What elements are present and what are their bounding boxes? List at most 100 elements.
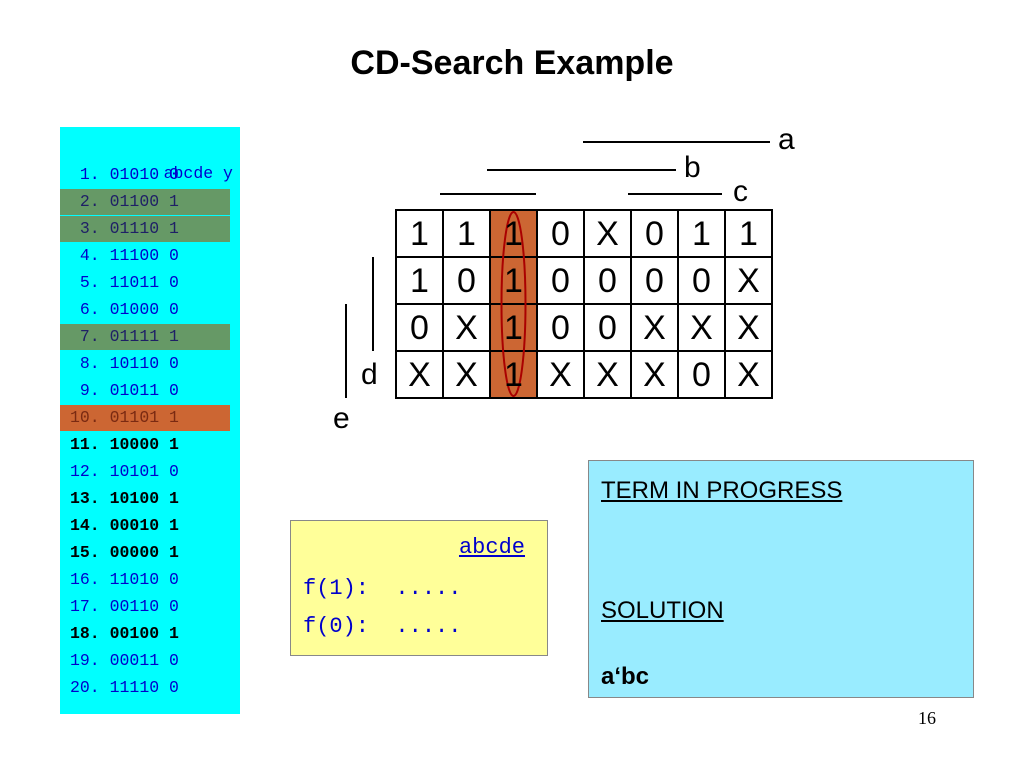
kmap-cell: X [408,356,431,394]
kmap-cell: X [643,309,666,347]
row-output: 0 [169,651,179,670]
kmap-cell: 0 [645,262,664,300]
row-number: 19. [70,651,100,670]
row-output: 1 [169,516,179,535]
row-output: 0 [169,273,179,292]
kmap-cell: 0 [551,262,570,300]
kmap-cell: 0 [692,356,711,394]
row-output: 1 [169,219,179,238]
kmap-cell: 0 [598,309,617,347]
truth-table-row: 20. 11110 0 [60,675,240,701]
f1-label: f(1): [303,576,370,601]
row-bits: 01101 [109,408,160,427]
truth-table-row: 3. 01110 1 [60,216,240,242]
row-number: 20. [70,678,100,697]
term-box: TERM IN PROGRESS SOLUTION a‘bc [588,460,974,698]
row-number: 15. [70,543,100,562]
label-e: e [333,402,350,435]
kmap-term-oval [500,211,527,397]
kmap-cell: 1 [504,262,523,300]
truth-table: abcde y 1. 01010 0 2. 01100 1 3. 01110 1… [60,127,240,714]
truth-table-row: 5. 11011 0 [60,270,240,296]
truth-table-row: 13. 10100 1 [60,486,240,512]
truth-table-row: 14. 00010 1 [60,513,240,539]
row-output: 1 [169,408,179,427]
row-bits: 01000 [109,300,160,319]
row-output: 1 [169,435,179,454]
f1-row: f(1): ..... [303,576,461,601]
label-b: b [684,151,701,184]
row-number: 4. [79,246,100,265]
kmap-gridlines [396,210,772,398]
row-number: 2. [79,192,100,211]
kmap-cell: 1 [410,262,429,300]
row-number: 6. [79,300,100,319]
row-bits: 10000 [109,435,160,454]
function-box: abcde f(1): ..... f(0): ..... [290,520,548,656]
truth-table-row: 1. 01010 0 [60,162,240,188]
row-output: 0 [169,462,179,481]
truth-table-row: 12. 10101 0 [60,459,240,485]
row-highlight [60,324,230,350]
f0-row: f(0): ..... [303,614,461,639]
row-output: 0 [169,165,179,184]
row-number: 10. [70,408,100,427]
row-number: 16. [70,570,100,589]
kmap-cell: X [643,356,666,394]
row-output: 1 [169,543,179,562]
row-bits: 01100 [109,192,160,211]
row-highlight [60,216,230,242]
page-number: 16 [918,708,936,728]
header-output: y [223,164,233,183]
slide-title: CD-Search Example [350,44,674,82]
truth-table-row: 17. 00110 0 [60,594,240,620]
kmap-cell: 0 [551,215,570,253]
truth-table-row: 6. 01000 0 [60,297,240,323]
kmap-cell: 0 [645,215,664,253]
kmap-cell: X [549,356,572,394]
kmap-cell: 1 [457,215,476,253]
kmap-cell: 1 [410,215,429,253]
row-number: 14. [70,516,100,535]
row-bits: 00100 [109,624,160,643]
row-number: 7. [79,327,100,346]
kmap-cell: X [455,309,478,347]
truth-table-row: 16. 11010 0 [60,567,240,593]
kmap-cell: 0 [598,262,617,300]
row-bits: 01010 [109,165,160,184]
truth-table-row: 8. 10110 0 [60,351,240,377]
row-output: 1 [169,624,179,643]
row-highlight [60,405,230,431]
kmap-cell: 1 [504,309,523,347]
row-bits: 01011 [109,381,160,400]
row-number: 18. [70,624,100,643]
row-number: 8. [79,354,100,373]
kmap-cell: 1 [504,356,523,394]
solution-heading: SOLUTION [601,597,724,624]
label-c: c [733,175,748,208]
kmap-cell: 0 [457,262,476,300]
row-bits: 00011 [109,651,160,670]
truth-table-header: abcde y [60,135,240,183]
kmap-cell: X [690,309,713,347]
f1-value: ..... [395,576,462,601]
row-highlight [60,189,230,215]
kmap-cell: 1 [692,215,711,253]
f0-label: f(0): [303,614,370,639]
kmap-cell: X [737,309,760,347]
row-number: 5. [79,273,100,292]
f0-value: ..... [395,614,462,639]
row-output: 1 [169,327,179,346]
truth-table-row: 15. 00000 1 [60,540,240,566]
truth-table-row: 11. 10000 1 [60,432,240,458]
row-bits: 11010 [109,570,160,589]
row-number: 9. [79,381,100,400]
row-output: 0 [169,381,179,400]
header-vars: abcde [163,164,214,183]
kmap-cell: X [737,356,760,394]
kmap-cell: 0 [692,262,711,300]
row-bits: 10110 [109,354,160,373]
row-number: 17. [70,597,100,616]
row-number: 1. [79,165,100,184]
